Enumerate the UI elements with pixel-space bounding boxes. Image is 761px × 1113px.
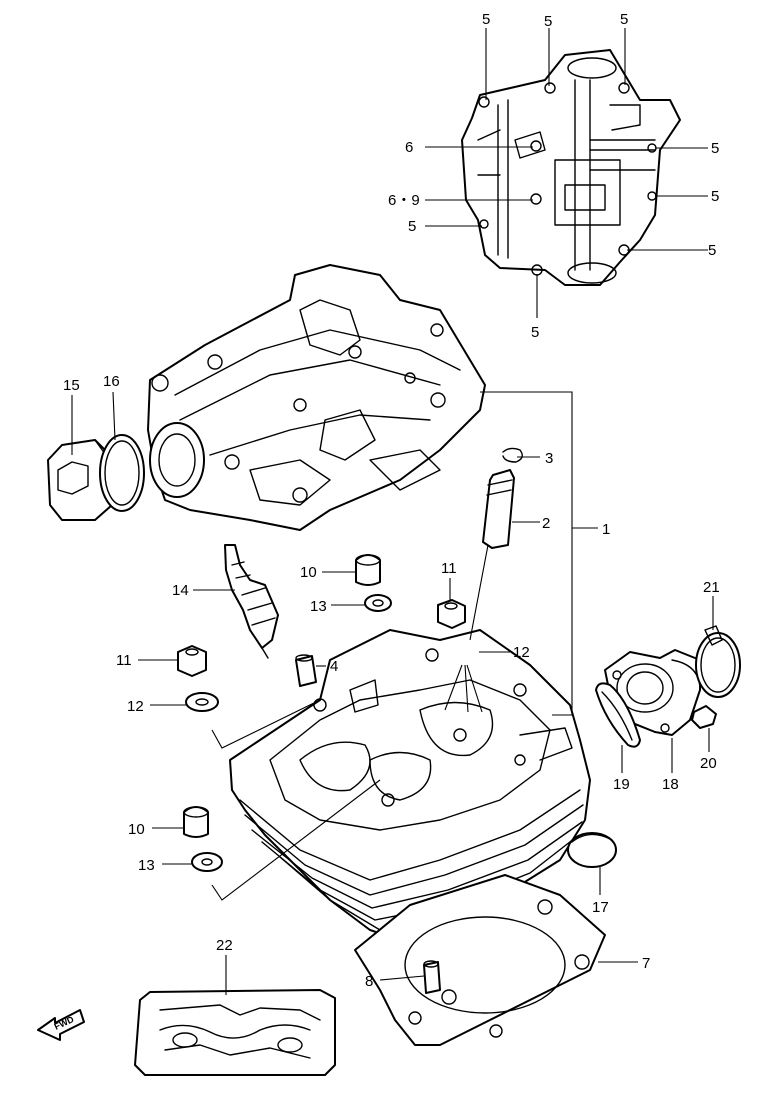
callout-5-bottom: 5: [531, 324, 539, 341]
dowel-pin-head: [295, 654, 317, 687]
callout-5-left: 5: [408, 218, 416, 235]
callout-5-top-a: 5: [482, 11, 490, 28]
callout-6-9: 6・9: [388, 192, 420, 209]
cap-nut-upper: [355, 554, 381, 586]
callout-22: 22: [216, 937, 233, 954]
callout-7: 7: [642, 955, 650, 972]
washer-lower: [191, 852, 223, 872]
o-ring: [99, 434, 145, 512]
callout-3: 3: [545, 450, 553, 467]
callout-18: 18: [662, 776, 679, 793]
callout-5-right-c: 5: [708, 242, 716, 259]
intake-bolt: [691, 705, 717, 729]
spark-plug: [224, 544, 279, 659]
callout-12-right: 12: [513, 644, 530, 661]
dowel-pin-cylinder: [423, 960, 441, 994]
callout-10-lower: 10: [128, 821, 145, 838]
gasket-set: [134, 989, 336, 1076]
hose-clamp: [695, 625, 741, 698]
valve-guide: [482, 469, 515, 549]
callout-17: 17: [592, 899, 609, 916]
leader-lines: [71, 28, 714, 995]
callout-5-right-a: 5: [711, 140, 719, 157]
washer-upper: [364, 594, 392, 612]
callout-8: 8: [365, 973, 373, 990]
washer-left: [185, 692, 219, 712]
nut-left: [177, 645, 207, 677]
callout-6: 6: [405, 139, 413, 156]
callout-14: 14: [172, 582, 189, 599]
callout-labels: 5 5 5 6 5 6・9 5 5 5 5 15 16 3 2 1 10 11 …: [63, 11, 720, 990]
callout-1: 1: [602, 521, 610, 538]
callout-11-right: 11: [441, 560, 457, 577]
cap-nut-lower: [183, 806, 209, 838]
fwd-arrow-icon: FWD: [37, 1009, 85, 1041]
cylinder-head-gasket: [354, 874, 606, 1046]
callout-13-lower: 13: [138, 857, 155, 874]
intake-gasket: [595, 682, 641, 748]
side-plug: [567, 832, 617, 868]
nut-right: [437, 599, 466, 629]
circlip: [502, 447, 523, 463]
callout-5-top-c: 5: [620, 11, 628, 28]
callout-5-top-b: 5: [544, 13, 552, 30]
callout-13-upper: 13: [310, 598, 327, 615]
callout-20: 20: [700, 755, 717, 772]
callout-10-upper: 10: [300, 564, 317, 581]
head-cover-perspective: [147, 264, 486, 531]
callout-19: 19: [613, 776, 630, 793]
callout-12-left: 12: [127, 698, 144, 715]
callout-21: 21: [703, 579, 720, 596]
callout-2: 2: [542, 515, 550, 532]
callout-11-left: 11: [116, 652, 132, 669]
callout-16: 16: [103, 373, 120, 390]
callout-5-right-b: 5: [711, 188, 719, 205]
callout-15: 15: [63, 377, 80, 394]
callout-4: 4: [330, 658, 338, 675]
